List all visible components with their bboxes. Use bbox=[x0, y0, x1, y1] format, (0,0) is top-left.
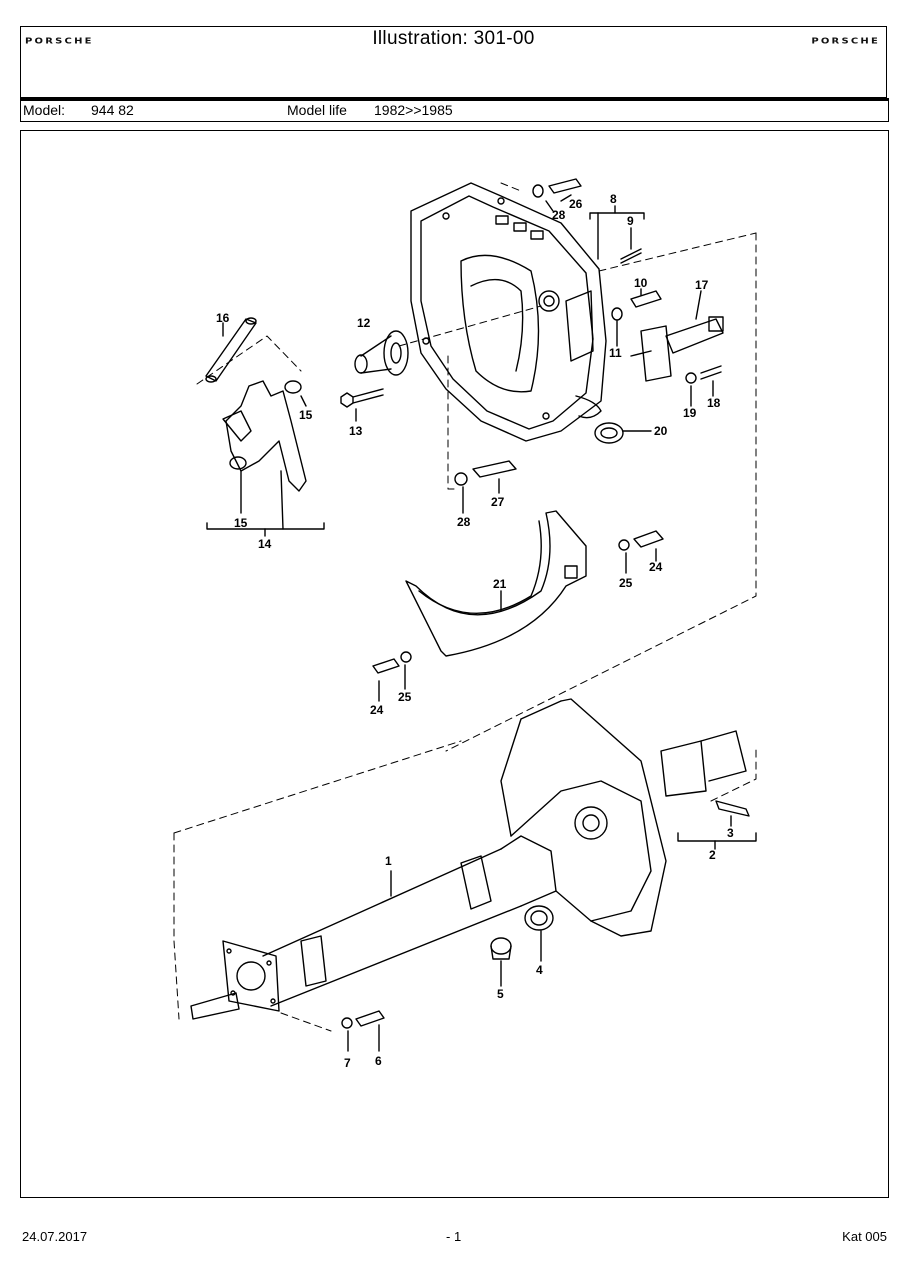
callout-3: 3 bbox=[727, 826, 734, 840]
callout-17: 17 bbox=[695, 278, 709, 292]
seal-20 bbox=[594, 422, 652, 444]
porsche-logo-right: PORSCHE bbox=[811, 37, 880, 46]
callout-15-upper: 15 bbox=[299, 408, 313, 422]
callout-1: 1 bbox=[385, 854, 392, 868]
porsche-logo-left: PORSCHE bbox=[25, 37, 94, 46]
actuator-2 bbox=[660, 730, 750, 827]
ring-4-plug-5 bbox=[490, 905, 554, 987]
callout-28-upper: 28 bbox=[552, 208, 566, 222]
dashed-assembly-lines bbox=[173, 182, 757, 1032]
callout-15-lower: 15 bbox=[234, 516, 248, 530]
cover-plate-21 bbox=[405, 510, 587, 657]
callout-9: 9 bbox=[627, 214, 634, 228]
diagram-drawing: 1 2 3 4 5 6 7 8 9 10 11 12 13 14 15 15 1… bbox=[173, 178, 757, 1070]
bracket-14 bbox=[206, 522, 325, 537]
slave-cylinder-17 bbox=[630, 290, 724, 407]
callout-24-right: 24 bbox=[649, 560, 663, 574]
small-parts-9-10-11 bbox=[611, 227, 662, 347]
callout-2: 2 bbox=[709, 848, 716, 862]
callout-8: 8 bbox=[610, 192, 617, 206]
callout-27: 27 bbox=[491, 495, 505, 509]
callout-12: 12 bbox=[357, 316, 371, 330]
bracket-2 bbox=[677, 832, 757, 850]
guide-sleeve-12 bbox=[354, 330, 409, 376]
central-tube-1 bbox=[190, 698, 667, 1020]
callout-19: 19 bbox=[683, 406, 697, 420]
callout-11: 11 bbox=[609, 346, 622, 360]
callout-5: 5 bbox=[497, 987, 504, 1001]
callout-21: 21 bbox=[493, 577, 507, 591]
callout-20: 20 bbox=[654, 424, 668, 438]
callout-7: 7 bbox=[344, 1056, 351, 1070]
header-divider bbox=[20, 98, 889, 101]
callout-10: 10 bbox=[634, 276, 648, 290]
bolt-26-washer-28 bbox=[532, 178, 582, 212]
footer-date: 24.07.2017 bbox=[22, 1229, 88, 1244]
model-line: Model: 944 82 Model life 1982>>1985 bbox=[20, 101, 889, 122]
callout-6: 6 bbox=[375, 1054, 382, 1068]
bolt-13 bbox=[340, 388, 384, 422]
model-value: 944 82 bbox=[91, 102, 134, 118]
exploded-parts-diagram: 1 2 3 4 5 6 7 8 9 10 11 12 13 14 15 15 1… bbox=[20, 130, 889, 1198]
callout-25-right: 25 bbox=[619, 576, 633, 590]
footer-catalog: Kat 005 bbox=[842, 1229, 887, 1244]
callout-16: 16 bbox=[216, 311, 230, 325]
header-box: PORSCHE Illustration: 301-00 PORSCHE bbox=[20, 26, 887, 98]
callout-labels: 1 2 3 4 5 6 7 8 9 10 11 12 13 14 15 15 1… bbox=[216, 192, 734, 1070]
release-fork-14 bbox=[205, 317, 307, 530]
callout-24-left: 24 bbox=[370, 703, 384, 717]
callout-26: 26 bbox=[569, 197, 583, 211]
bolt-6-washer-7 bbox=[341, 1010, 385, 1052]
clutch-housing bbox=[410, 182, 607, 442]
bolt-24-washer-25-right bbox=[618, 530, 664, 574]
model-life-value: 1982>>1985 bbox=[374, 102, 453, 118]
callout-25-left: 25 bbox=[398, 690, 412, 704]
bracket-8 bbox=[589, 205, 645, 260]
page-title: Illustration: 301-00 bbox=[372, 28, 535, 49]
bolt-27-washer-28 bbox=[454, 460, 517, 514]
callout-14: 14 bbox=[258, 537, 272, 551]
callout-4: 4 bbox=[536, 963, 543, 977]
model-label: Model: bbox=[23, 102, 66, 118]
callout-28-lower: 28 bbox=[457, 515, 471, 529]
callout-18: 18 bbox=[707, 396, 721, 410]
model-life-label: Model life bbox=[287, 102, 347, 118]
bolt-24-washer-25-left bbox=[372, 651, 412, 702]
footer-page-number: - 1 bbox=[446, 1229, 462, 1244]
callout-13: 13 bbox=[349, 424, 363, 438]
